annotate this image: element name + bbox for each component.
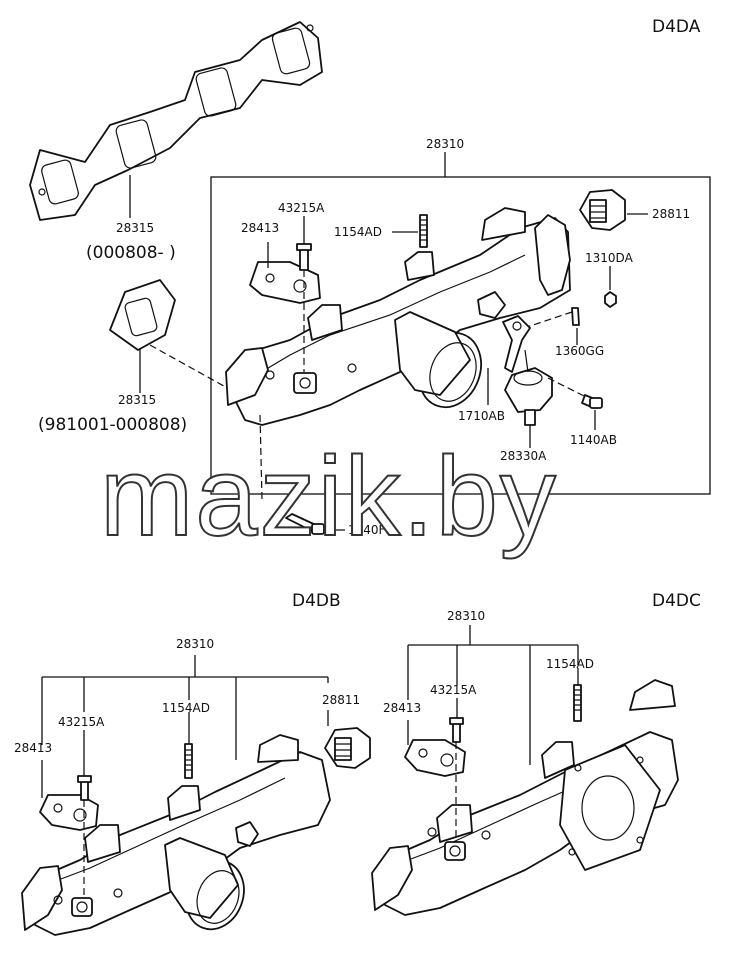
label-lever-d4da: 1710AB: [458, 409, 505, 423]
bolt-stud-d4da: [419, 214, 428, 248]
label-bolt-stud-d4da: 1154AD: [334, 225, 382, 239]
label-plug-d4db: 28811: [322, 693, 360, 707]
label-bracket-d4db: 28413: [14, 741, 52, 755]
bracket-d4da: [249, 261, 321, 304]
actuator-d4da: [504, 349, 553, 426]
plug-d4db: [324, 727, 371, 769]
label-gasket-lower: 28315: [118, 393, 156, 407]
label-assembly-d4db: 28310: [176, 637, 214, 651]
bolt-stud-d4dc: [573, 684, 582, 722]
label-stud-d4dc: 43215A: [430, 683, 477, 697]
bolt-actuator-d4da: [581, 394, 603, 409]
section-label-d4db: D4DB: [292, 591, 341, 611]
label-screw-d4da: 1360GG: [555, 344, 604, 358]
bracket-d4db: [39, 794, 99, 831]
label-bracket-d4da: 28413: [241, 221, 279, 235]
gasket-lower: [109, 279, 176, 351]
label-assembly-d4da: 28310: [426, 137, 464, 151]
bolt-stud-d4db: [184, 743, 193, 779]
plug-d4da: [579, 189, 626, 231]
bolt-lower-d4da: [285, 513, 325, 535]
label-stud-d4db: 43215A: [58, 715, 105, 729]
exhaust-manifold-d4da: [225, 207, 571, 426]
label-bolt-stud-d4db: 1154AD: [162, 701, 210, 715]
screw-d4da: [571, 307, 580, 326]
label-gasket-upper-range: (000808- ): [86, 243, 176, 263]
section-label-d4da: D4DA: [652, 17, 701, 37]
label-gasket-lower-range: (981001-000808): [38, 415, 187, 435]
label-stud-d4da: 43215A: [278, 201, 325, 215]
label-actuator-d4da: 28330A: [500, 449, 547, 463]
label-bolt-stud-d4dc: 1154AD: [546, 657, 594, 671]
section-label-d4dc: D4DC: [652, 591, 701, 611]
label-assembly-d4dc: 28310: [447, 609, 485, 623]
lever-d4da: [502, 315, 531, 373]
label-bolt-lower-d4da: 1140FF: [348, 523, 392, 537]
label-gasket-upper: 28315: [116, 221, 154, 235]
exhaust-manifold-d4db: [21, 734, 331, 936]
exhaust-manifold-d4dc: [371, 679, 679, 916]
gasket-upper: [29, 21, 323, 221]
label-plug-d4da: 28811: [652, 207, 690, 221]
label-bolt-actuator-d4da: 1140AB: [570, 433, 617, 447]
assembly-frame-d4da: [210, 176, 711, 495]
watermark: mazik.by: [100, 434, 558, 559]
nut-d4da: [604, 291, 617, 308]
label-nut-d4da: 1310DA: [585, 251, 634, 265]
stud-d4da: [296, 243, 312, 271]
label-bracket-d4dc: 28413: [383, 701, 421, 715]
bracket-d4dc: [404, 739, 466, 777]
stud-d4dc: [449, 717, 464, 743]
